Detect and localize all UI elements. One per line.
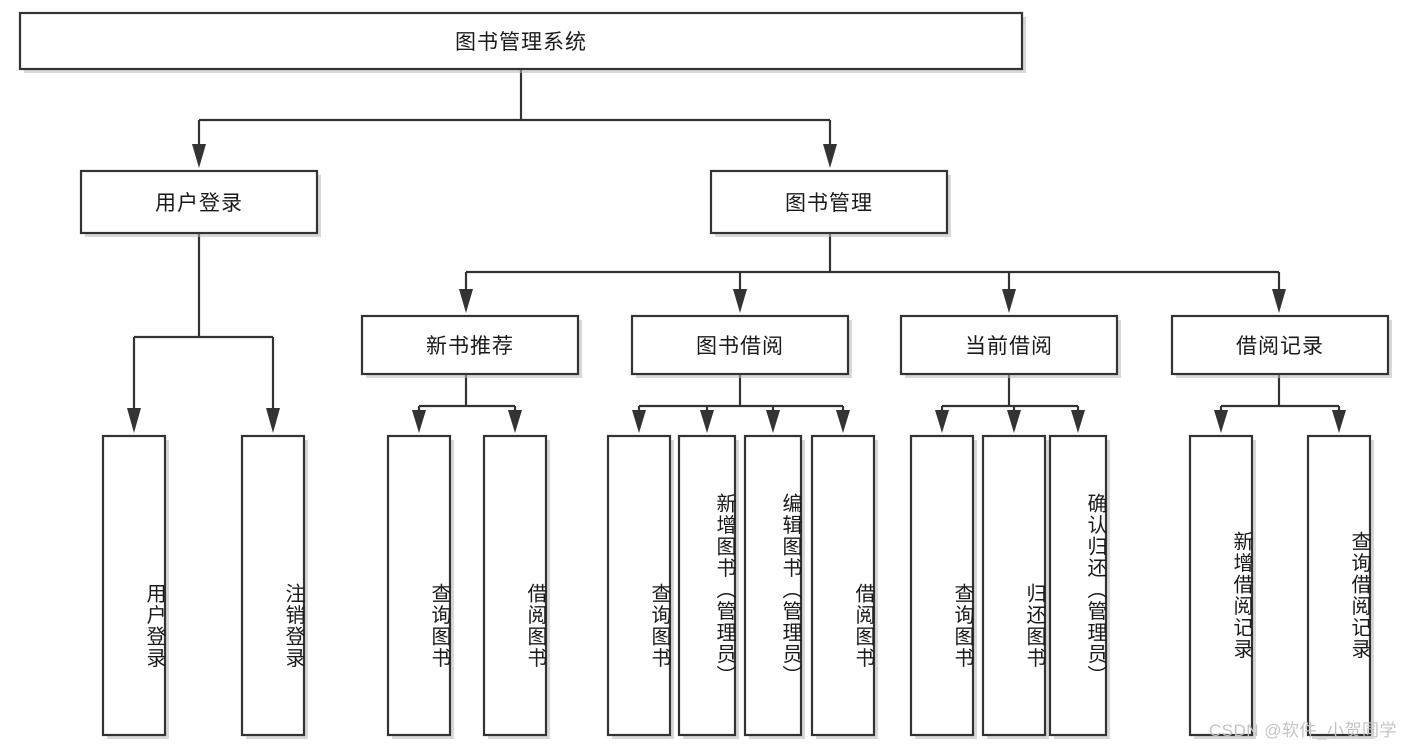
node-leaf-5-box[interactable]: [677, 434, 737, 737]
arrow-head-cb-query-book: [935, 410, 949, 433]
csdn-watermark: CSDN @软件_小贺同学: [1208, 721, 1397, 740]
connector-group-user-login: [127, 233, 280, 433]
connector-group-current-borrow: [935, 374, 1085, 433]
arrow-head-borrow-record: [1272, 289, 1286, 313]
arrow-head-book-mgmt: [823, 144, 837, 168]
arrow-head-br-query-record: [1332, 410, 1346, 433]
node-leaf-12[interactable]: [1306, 434, 1374, 739]
node-book-borrow[interactable]: [630, 314, 852, 378]
connector-group-root: [192, 69, 837, 168]
node-leaf-10[interactable]: [1048, 434, 1110, 739]
node-borrow-record-box[interactable]: [1170, 314, 1390, 376]
arrow-head-nbr-query-book: [412, 410, 426, 433]
arrow-head-new-book-rec: [459, 289, 473, 313]
node-leaf-1[interactable]: [240, 434, 308, 739]
arrow-head-leaf-logout: [266, 408, 280, 433]
node-leaf-2-box[interactable]: [386, 434, 452, 737]
node-new-book-recommend[interactable]: [360, 314, 582, 378]
arrow-head-nbr-borrow-book: [508, 410, 522, 433]
node-leaf-6-box[interactable]: [743, 434, 803, 737]
connector-group-book-mgmt: [459, 233, 1286, 313]
arrow-head-leaf-user-login: [127, 408, 141, 433]
arrow-head-bb-edit-book: [766, 410, 780, 433]
node-leaf-10-box[interactable]: [1048, 434, 1108, 737]
arrow-head-cb-return-book: [1007, 410, 1021, 433]
node-leaf-7[interactable]: [810, 434, 878, 739]
node-leaf-0-box[interactable]: [101, 434, 167, 737]
node-leaf-11[interactable]: [1188, 434, 1256, 739]
arrow-head-cb-confirm-return: [1071, 410, 1085, 433]
node-leaf-9[interactable]: [981, 434, 1049, 739]
node-book-borrow-box[interactable]: [630, 314, 850, 376]
node-leaf-8-box[interactable]: [909, 434, 975, 737]
node-leaf-8[interactable]: [909, 434, 977, 739]
connector-group-new-book-rec: [412, 374, 522, 433]
node-leaf-11-box[interactable]: [1188, 434, 1254, 737]
node-leaf-6[interactable]: [743, 434, 805, 739]
arrow-head-book-borrow: [733, 289, 747, 313]
arrow-head-current-borrow: [1002, 289, 1016, 313]
node-new-book-recommend-box[interactable]: [360, 314, 580, 376]
node-leaf-5[interactable]: [677, 434, 739, 739]
node-leaf-2[interactable]: [386, 434, 454, 739]
arrow-head-br-add-record: [1214, 410, 1228, 433]
arrow-head-user-login: [192, 144, 206, 168]
node-user-login[interactable]: [79, 169, 321, 237]
node-leaf-9-box[interactable]: [981, 434, 1047, 737]
node-current-borrow[interactable]: [899, 314, 1121, 378]
node-leaf-7-box[interactable]: [810, 434, 876, 737]
node-leaf-3-box[interactable]: [482, 434, 548, 737]
connector-group-borrow-record: [1214, 374, 1346, 433]
node-leaf-4-box[interactable]: [606, 434, 672, 737]
node-book-management-box[interactable]: [709, 169, 949, 235]
arrow-head-bb-borrow-book: [836, 410, 850, 433]
node-root-box[interactable]: [18, 11, 1024, 71]
node-root[interactable]: [18, 11, 1026, 73]
node-leaf-4[interactable]: [606, 434, 674, 739]
node-book-management[interactable]: [709, 169, 951, 237]
node-leaf-3[interactable]: [482, 434, 550, 739]
node-leaf-0[interactable]: [101, 434, 169, 739]
arrow-head-bb-add-book: [700, 410, 714, 433]
connector-group-book-borrow: [632, 374, 850, 433]
node-borrow-record[interactable]: [1170, 314, 1392, 378]
node-current-borrow-box[interactable]: [899, 314, 1119, 376]
arrow-head-bb-query-book: [632, 410, 646, 433]
node-leaf-12-box[interactable]: [1306, 434, 1372, 737]
node-leaf-1-box[interactable]: [240, 434, 306, 737]
node-user-login-box[interactable]: [79, 169, 319, 235]
